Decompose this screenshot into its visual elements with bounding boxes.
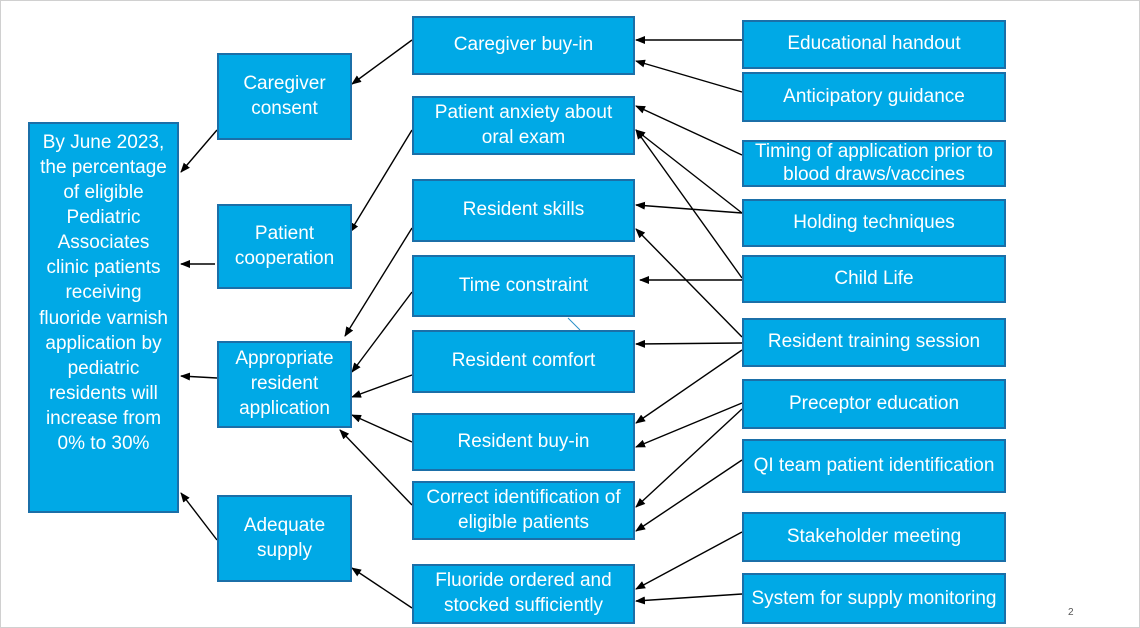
- connector-arrow: [339, 429, 413, 506]
- connector-arrow: [344, 227, 413, 337]
- aim-statement-box: By June 2023, the percentage of eligible…: [28, 122, 179, 513]
- secondary-driver-label: Resident comfort: [451, 350, 596, 372]
- connector-arrow: [635, 105, 743, 156]
- secondary-driver-resident-comfort: Resident comfort: [412, 330, 635, 393]
- change-idea-label: Timing of application prior to blood dra…: [755, 140, 993, 185]
- secondary-driver-label: Resident skills: [462, 199, 585, 221]
- change-idea-resident-training-session: Resident training session: [742, 318, 1006, 367]
- secondary-driver-caregiver-buy-in: Caregiver buy-in: [412, 16, 635, 75]
- secondary-driver-label: Resident buy-in: [457, 430, 590, 452]
- secondary-driver-fluoride-stocked: Fluoride ordered and stocked sufficientl…: [412, 564, 635, 624]
- connector-arrow: [635, 593, 743, 605]
- connector-arrow: [635, 408, 743, 508]
- connector-arrow: [349, 129, 413, 233]
- primary-driver-caregiver-consent: Caregiver consent: [217, 53, 352, 140]
- connector-arrow: [351, 374, 413, 398]
- connector-arrow: [635, 459, 743, 532]
- secondary-driver-resident-skills: Resident skills: [412, 179, 635, 242]
- change-idea-system-for-supply-monitoring: System for supply monitoring: [742, 573, 1006, 624]
- aim-statement-text: By June 2023, the percentage of eligible…: [39, 132, 168, 454]
- connector-arrow: [351, 291, 413, 373]
- connector-arrow: [180, 129, 218, 173]
- secondary-driver-label: Correct identification of eligible patie…: [426, 486, 621, 533]
- change-idea-child-life: Child Life: [742, 255, 1006, 303]
- change-idea-holding-techniques: Holding techniques: [742, 199, 1006, 247]
- connector-arrow: [351, 414, 413, 443]
- primary-driver-appropriate-resident-application: Appropriate resident application: [217, 341, 352, 428]
- connector-arrow: [351, 39, 413, 85]
- change-idea-qi-team-patient-identification: QI team patient identification: [742, 439, 1006, 493]
- primary-driver-label: Appropriate resident application: [235, 348, 334, 419]
- primary-driver-label: Adequate supply: [243, 514, 326, 561]
- secondary-driver-correct-identification: Correct identification of eligible patie…: [412, 481, 635, 540]
- secondary-driver-resident-buy-in: Resident buy-in: [412, 413, 635, 471]
- change-idea-label: QI team patient identification: [753, 455, 995, 477]
- connector-arrow: [635, 129, 743, 279]
- connector-arrow: [351, 567, 413, 609]
- secondary-driver-patient-anxiety: Patient anxiety about oral exam: [412, 96, 635, 155]
- secondary-driver-label: Caregiver buy-in: [453, 34, 594, 56]
- primary-driver-patient-cooperation: Patient cooperation: [217, 204, 352, 289]
- secondary-driver-label: Patient anxiety about oral exam: [434, 101, 613, 148]
- connector-arrow: [180, 492, 218, 541]
- change-idea-preceptor-education: Preceptor education: [742, 379, 1006, 429]
- change-idea-label: System for supply monitoring: [751, 587, 997, 609]
- connector-arrow: [635, 349, 743, 424]
- change-idea-label: Stakeholder meeting: [786, 525, 962, 547]
- primary-driver-label: Patient cooperation: [234, 222, 335, 269]
- change-idea-label: Preceptor education: [788, 392, 960, 414]
- connector-arrow: [635, 402, 743, 448]
- connector-arrow: [635, 531, 743, 590]
- secondary-driver-label: Time constraint: [458, 274, 589, 296]
- connector-arrow: [180, 372, 218, 381]
- change-idea-stakeholder-meeting: Stakeholder meeting: [742, 512, 1006, 562]
- connector-arrow: [635, 201, 743, 214]
- change-idea-label: Anticipatory guidance: [783, 85, 965, 107]
- change-idea-anticipatory-guidance: Anticipatory guidance: [742, 72, 1006, 122]
- primary-driver-label: Caregiver consent: [243, 72, 326, 119]
- page-number: 2: [1068, 607, 1074, 618]
- change-idea-label: Resident training session: [767, 331, 981, 353]
- change-idea-timing-of-application: Timing of application prior to blood dra…: [742, 140, 1006, 187]
- connector-arrow: [635, 59, 743, 93]
- connector-arrow: [635, 228, 743, 338]
- secondary-driver-time-constraint: Time constraint: [412, 255, 635, 317]
- connector-arrow: [635, 339, 743, 348]
- primary-driver-adequate-supply: Adequate supply: [217, 495, 352, 582]
- stray-line: [567, 317, 581, 331]
- secondary-driver-label: Fluoride ordered and stocked sufficientl…: [435, 570, 612, 616]
- change-idea-label: Educational handout: [787, 33, 961, 55]
- connector-arrow: [635, 129, 743, 214]
- change-idea-educational-handout: Educational handout: [742, 20, 1006, 69]
- change-idea-label: Child Life: [834, 267, 914, 289]
- change-idea-label: Holding techniques: [793, 211, 955, 233]
